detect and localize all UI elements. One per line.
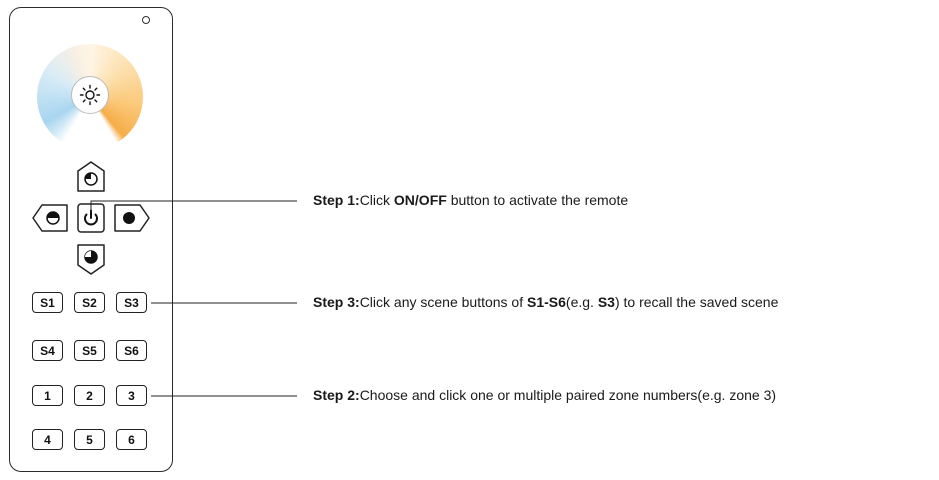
sun-icon <box>79 84 101 106</box>
down-button[interactable] <box>77 243 105 275</box>
wheel-center-button[interactable] <box>71 76 109 114</box>
step3-text: Step 3:Click any scene buttons of S1-S6(… <box>313 294 779 310</box>
scene-button-s2[interactable]: S2 <box>74 292 105 313</box>
scene-button-s1[interactable]: S1 <box>32 292 63 313</box>
left-button[interactable] <box>32 204 68 232</box>
zone-button-4[interactable]: 4 <box>32 429 63 450</box>
scene-button-s5[interactable]: S5 <box>74 340 105 361</box>
callout-line-step1 <box>90 200 297 212</box>
scene-button-s3[interactable]: S3 <box>116 292 147 313</box>
zone-button-2[interactable]: 2 <box>74 385 105 406</box>
half-circle-up-icon <box>84 172 98 186</box>
zone-button-6[interactable]: 6 <box>116 429 147 450</box>
zone-button-3[interactable]: 3 <box>116 385 147 406</box>
filled-circle-icon <box>123 212 135 224</box>
up-button[interactable] <box>77 161 105 193</box>
half-circle-down-icon <box>84 250 98 264</box>
scene-button-s6[interactable]: S6 <box>116 340 147 361</box>
half-circle-left-icon <box>46 211 60 225</box>
right-button[interactable] <box>114 204 150 232</box>
step2-text: Step 2:Choose and click one or multiple … <box>313 387 777 403</box>
indicator-led <box>142 16 150 24</box>
zone-button-5[interactable]: 5 <box>74 429 105 450</box>
scene-button-s4[interactable]: S4 <box>32 340 63 361</box>
step1-text: Step 1:Click ON/OFF button to activate t… <box>313 192 629 208</box>
zone-button-1[interactable]: 1 <box>32 385 63 406</box>
